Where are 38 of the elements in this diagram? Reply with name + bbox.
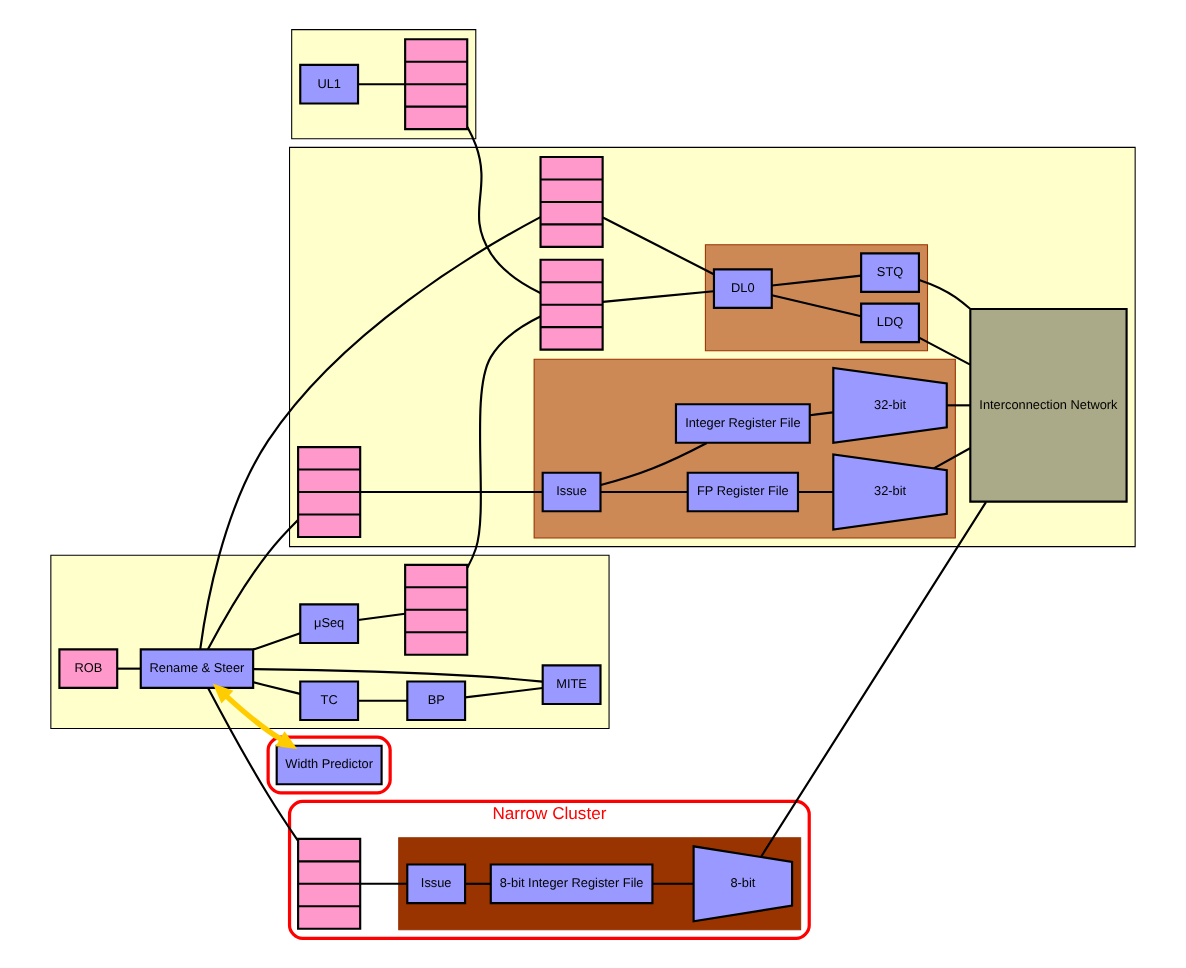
connector: [358, 699, 408, 702]
connector: [600, 442, 708, 487]
cluster: [704, 244, 929, 352]
connector: [602, 216, 715, 276]
connector: [918, 278, 971, 310]
connector: [465, 882, 491, 885]
connector: [809, 411, 834, 417]
connector: [199, 216, 541, 650]
arrow: [212, 683, 298, 750]
connector: [933, 447, 971, 470]
connector: [253, 668, 543, 683]
connector: [357, 612, 406, 622]
connector: [358, 83, 405, 86]
connector: [117, 667, 141, 670]
connector: [652, 882, 694, 885]
connector: [360, 882, 408, 885]
cluster: [398, 837, 802, 931]
cluster: [266, 735, 392, 795]
connector: [207, 519, 299, 650]
connector: [602, 290, 714, 303]
connector: [771, 294, 862, 318]
connector: [918, 336, 971, 366]
connector: [466, 126, 541, 294]
connector: [252, 632, 301, 651]
connector: [771, 274, 862, 287]
connector: [207, 687, 299, 842]
connector: [360, 490, 543, 494]
connector: [760, 501, 987, 858]
connector: [252, 681, 301, 695]
connector: [466, 315, 541, 569]
connector: [600, 490, 688, 494]
connector: [465, 687, 543, 699]
cluster: [289, 146, 1136, 548]
connector: [947, 404, 971, 407]
connector: [798, 490, 834, 494]
cluster: [533, 358, 956, 539]
cluster: [50, 554, 610, 730]
cluster: [291, 29, 477, 140]
